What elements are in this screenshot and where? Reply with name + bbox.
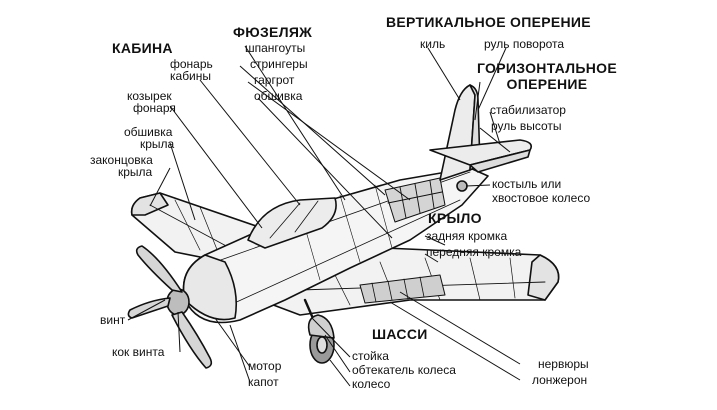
header-cabin: КАБИНА [112,40,173,56]
label-wheel-fairing: обтекатель колеса [352,364,456,377]
label-windshield-line2: фонаря [133,102,176,115]
label-propeller: винт [100,314,125,327]
label-canopy-line2: кабины [170,70,211,83]
header-wing: КРЫЛО [428,210,482,226]
label-wheel: колесо [352,378,390,391]
label-trailing-edge: задняя кромка [426,230,507,243]
label-fuselage-skin: обшивка [254,90,302,103]
spinner-shape [167,289,189,315]
label-tailskid-line2: хвостовое колесо [492,192,590,205]
label-elevator: руль высоты [491,120,562,133]
label-ribs: нервюры [538,358,589,371]
label-rudder: руль поворота [484,38,564,51]
header-fuselage: ФЮЗЕЛЯЖ [233,24,312,40]
label-tailskid-line1: костыль или [492,178,561,191]
label-frames: шпангоуты [245,42,305,55]
label-stabilizer: стабилизатор [490,104,566,117]
label-engine: мотор [248,360,281,373]
header-landing-gear: ШАССИ [372,326,428,342]
label-cowling: капот [248,376,279,389]
label-wingtip-line2: крыла [118,166,152,179]
label-spar: лонжерон [532,374,587,387]
header-horizontal-tail-line1: ГОРИЗОНТАЛЬНОЕ [462,60,632,76]
header-vertical-tail: ВЕРТИКАЛЬНОЕ ОПЕРЕНИЕ [386,14,591,30]
label-fin: киль [420,38,445,51]
propeller-blade-top [137,246,182,292]
header-horizontal-tail-line2: ОПЕРЕНИЕ [462,76,632,92]
label-stringers: стрингеры [250,58,308,71]
label-wing-skin-line2: крыла [140,138,174,151]
label-leading-edge: передняя кромка [426,246,521,259]
label-turtledeck: гаргрот [254,74,294,87]
label-spinner: кок винта [112,346,164,359]
label-strut: стойка [352,350,389,363]
